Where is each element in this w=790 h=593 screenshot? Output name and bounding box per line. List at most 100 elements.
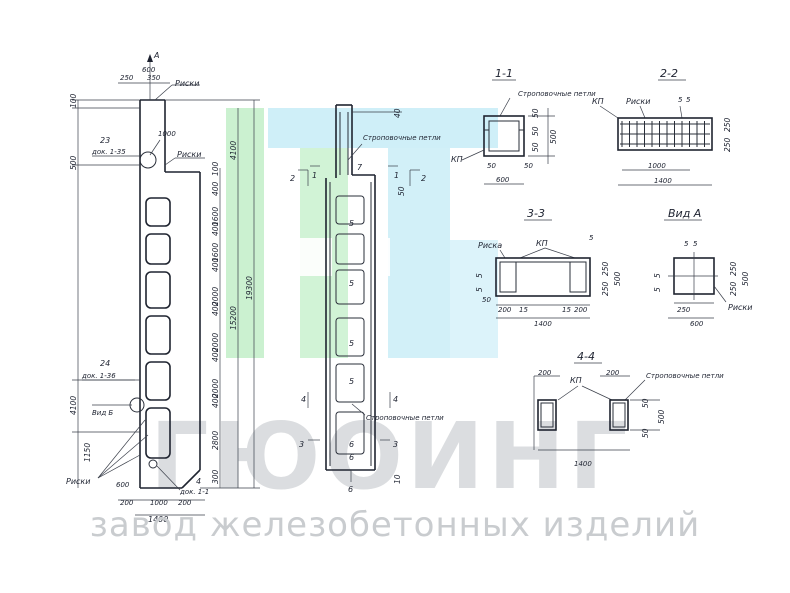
dim-mid-50: 50 — [397, 186, 406, 196]
section-3-3-title: 3-3 — [527, 207, 545, 220]
dim-overall-19300: 19300 — [245, 276, 254, 300]
callout-circle-24 — [129, 397, 145, 413]
section-3-3-riska: Риска — [478, 241, 502, 250]
s44-dim-200a: 200 — [538, 369, 552, 377]
dim-mid-10: 10 — [393, 474, 402, 484]
va-dim-500: 500 — [741, 271, 750, 286]
va-dim-5b: 5 — [693, 240, 698, 248]
dim-bottom-200b: 200 — [178, 499, 192, 507]
callout-4: 4 — [196, 477, 201, 486]
mid-cell-label-6: 6 — [349, 453, 354, 462]
s22-dim-5b: 5 — [686, 96, 691, 104]
s33-dim-250b: 250 — [601, 281, 610, 296]
s44-dim-50a: 50 — [641, 398, 650, 408]
mid-cell-6 — [335, 411, 365, 455]
dim-r-400b: 400 — [211, 221, 220, 236]
s11-dim-50b: 50 — [531, 126, 540, 136]
dim-overall-15200: 15200 — [229, 306, 238, 330]
dim-r-400d: 400 — [211, 301, 220, 316]
left-elevation: А 600 250 350 Риски 100 500 4100 1150 23… — [66, 51, 260, 524]
cut-1-left: 1 — [312, 171, 317, 180]
callout-24: 24 — [100, 359, 110, 368]
s22-dim-1000: 1000 — [648, 162, 666, 170]
s11-dim-50c: 50 — [531, 142, 540, 152]
section-1-1-outline — [483, 115, 525, 157]
dim-mid-40: 40 — [393, 108, 402, 118]
cut-6-bottom: 6 — [348, 485, 353, 494]
riski-mid-label: Риски — [177, 150, 201, 159]
mid-cell-1 — [335, 195, 365, 225]
dim-r-2800: 2800 — [211, 431, 220, 450]
opening-1 — [145, 197, 171, 227]
dim-r-2000a: 2000 — [211, 287, 220, 306]
section-2-2-kp: КП — [592, 97, 604, 106]
loops-top-label: Строповочные петли — [363, 134, 441, 142]
dim-top-250: 250 — [120, 74, 134, 82]
callout-23-doc: док. 1-35 — [91, 148, 126, 156]
va-dim-250c: 250 — [677, 306, 691, 314]
s11-dim-50d: 50 — [487, 162, 496, 170]
section-1-1-title: 1-1 — [495, 67, 513, 80]
loops-bottom-label: Строповочные петли — [366, 414, 444, 422]
callout-4-doc: док. 1-1 — [179, 488, 209, 496]
va-dim-5d: 5 — [653, 287, 662, 292]
dim-r-2000c: 2000 — [211, 379, 220, 398]
section-2-2: 2-2 КП Риски 5 5 250 250 1000 1400 — [592, 67, 732, 186]
cut-4-right: 4 — [393, 395, 398, 404]
s11-dim-500: 500 — [549, 129, 558, 144]
dim-1000-top: 1000 — [158, 130, 176, 138]
s11-dim-50a: 50 — [531, 108, 540, 118]
s33-dim-5a: 5 — [589, 234, 594, 242]
dim-left-100: 100 — [69, 93, 78, 108]
section-1-1: 1-1 Строповочные петли КП 50 50 500 50 5… — [451, 67, 596, 185]
mid-cell-2 — [335, 233, 365, 265]
s22-dim-5a: 5 — [678, 96, 683, 104]
dim-left-4100: 4100 — [69, 396, 78, 415]
s33-dim-5b: 5 — [475, 273, 484, 278]
view-a: Вид А 5 5 5 5 250 250 500 Риски 250 600 — [653, 207, 752, 328]
right-dim-chain: 100 400 1600 400 1600 400 2000 400 2000 … — [211, 161, 220, 484]
section-2-2-riski: Риски — [626, 97, 650, 106]
cut-2-left: 2 — [290, 174, 295, 183]
section-4-4-loops: Строповочные петли — [646, 372, 724, 380]
section-1-1-kp: КП — [451, 155, 463, 164]
dim-r-400e: 400 — [211, 347, 220, 362]
s44-left-web — [537, 399, 557, 431]
callout-24-doc: док. 1-36 — [81, 372, 116, 380]
section-4-4-title: 4-4 — [577, 350, 595, 363]
mid-cell-label-3: 5 — [349, 339, 354, 348]
section-2-2-outline — [617, 117, 713, 151]
watermark-cyan-foot — [450, 240, 498, 358]
s11-dim-50e: 50 — [524, 162, 533, 170]
section-4-4: 4-4 200 200 КП Строповочные петли 50 500… — [533, 350, 724, 468]
opening-3 — [145, 271, 171, 309]
dim-bottom-1400: 1400 — [148, 515, 168, 524]
cut-3-right: 3 — [393, 440, 398, 449]
dim-r-400c: 400 — [211, 257, 220, 272]
s22-dim-250a: 250 — [723, 117, 732, 132]
view-a-riski: Риски — [728, 303, 752, 312]
dim-left-1150: 1150 — [83, 443, 92, 462]
watermark-subtitle: завод железобетонных изделий — [89, 505, 701, 545]
section-2-2-title: 2-2 — [660, 67, 678, 80]
va-dim-600: 600 — [690, 320, 704, 328]
cut-3-left: 3 — [299, 440, 304, 449]
cut-7: 7 — [357, 163, 363, 172]
section-1-1-loops: Строповочные петли — [518, 90, 596, 98]
riski-bottom-label: Риски — [66, 477, 90, 486]
s33-dim-15a: 15 — [519, 306, 528, 314]
section-4-4-kp: КП — [570, 376, 582, 385]
s44-dim-50b: 50 — [641, 428, 650, 438]
dim-r-300: 300 — [211, 469, 220, 484]
callout-circle-23 — [139, 151, 157, 169]
opening-5 — [145, 361, 171, 401]
s33-dim-500: 500 — [613, 271, 622, 286]
dim-r-400a: 400 — [211, 181, 220, 196]
s44-dim-500: 500 — [657, 409, 666, 424]
s44-right-web — [609, 399, 629, 431]
s22-dim-1400: 1400 — [654, 177, 672, 185]
mid-cell-label-4: 5 — [349, 377, 354, 386]
va-dim-250a: 250 — [729, 261, 738, 276]
middle-elevation: 5 5 5 5 6 6 40 Строповочные петли 2 1 1 … — [290, 104, 444, 494]
